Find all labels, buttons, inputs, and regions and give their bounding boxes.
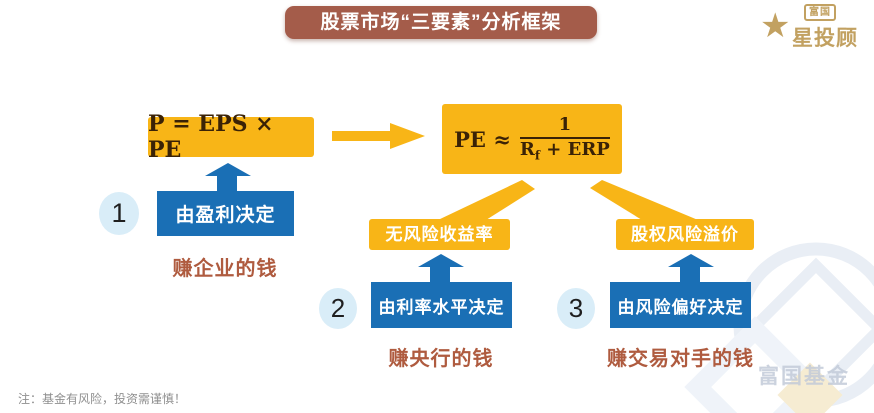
factor-3-number: 3 [557, 288, 595, 329]
up-arrow-icon [205, 163, 251, 192]
factor-3-money-caption: 赚交易对手的钱 [607, 348, 754, 370]
watermark-text: 富国基金 [758, 365, 850, 388]
right-arrow-icon [332, 123, 425, 149]
factor-3-driver-box: 由风险偏好决定 [610, 282, 751, 328]
factor-2-label-box: 无风险收益率 [369, 219, 510, 250]
pe-fraction: 1 Rf + ERP [519, 114, 610, 163]
pe-den-base: R [519, 138, 535, 160]
up-arrow-icon [418, 254, 464, 283]
factor-2-driver-box: 由利率水平决定 [371, 282, 512, 328]
factor-2-number: 2 [319, 288, 357, 329]
factor-1-driver-box: 由盈利决定 [157, 191, 294, 236]
star-icon: ★ [760, 7, 791, 45]
formula-pe-box: PE ≈ 1 Rf + ERP [442, 104, 622, 174]
brand-badge: 富国 [804, 4, 836, 21]
factor-1-money-caption: 赚企业的钱 [172, 258, 278, 280]
up-arrow-icon [668, 254, 714, 283]
pe-den-rest: + ERP [540, 138, 610, 160]
brand-logo: 富国 ★ 星投顾 [760, 4, 870, 54]
brand-name: 星投顾 [792, 27, 858, 50]
page-title: 股票市场“三要素”分析框架 [285, 6, 597, 39]
factor-3-label-box: 股权风险溢价 [616, 219, 754, 250]
pe-approx-text: PE ≈ [454, 126, 511, 152]
factor-2-money-caption: 赚央行的钱 [388, 348, 494, 370]
risk-disclaimer: 注：基金有风险，投资需谨慎！ [18, 392, 187, 406]
wedge-arrow-right-icon [590, 180, 698, 220]
fullgoal-logo-watermark-icon [684, 242, 874, 413]
pe-numerator: 1 [519, 114, 610, 139]
pe-den-subscript: f [534, 148, 540, 163]
pe-denominator: Rf + ERP [520, 139, 610, 163]
formula-price-box: P = EPS × PE [148, 111, 314, 163]
factor-1-number: 1 [99, 192, 139, 235]
wedge-arrow-left-icon [438, 180, 535, 220]
